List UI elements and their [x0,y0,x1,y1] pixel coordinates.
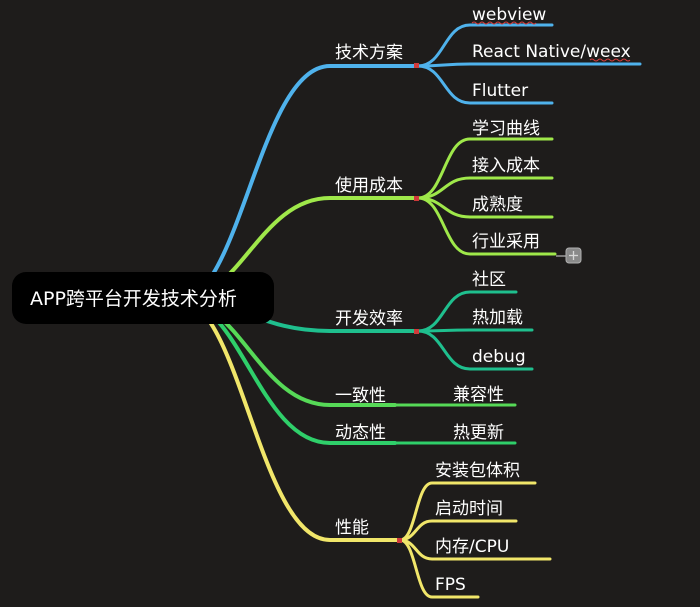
link-tech-0 [416,23,554,68]
link-root-performance [178,298,402,542]
link-efficiency-2 [416,329,534,371]
node-package-size[interactable]: 安装包体积 [435,461,520,481]
expand-button[interactable] [556,247,582,264]
branch-performance-label[interactable]: 性能 [335,518,369,538]
node-debug[interactable]: debug [472,347,526,367]
junction-marker [414,196,419,201]
link-cost-3 [416,196,557,256]
node-hot-update[interactable]: 热更新 [453,423,504,443]
spellcheck-underline [471,21,537,25]
node-community[interactable]: 社区 [472,270,506,290]
node-memory-cpu[interactable]: 内存/CPU [435,537,509,557]
junction-marker [414,329,419,334]
link-efficiency-1 [416,328,534,333]
root-node[interactable]: APP跨平台开发技术分析 [12,272,274,324]
spellcheck-underline [589,58,631,62]
branch-dynamic-label[interactable]: 动态性 [335,423,386,443]
child-connectors [393,23,642,599]
node-maturity[interactable]: 成熟度 [472,194,523,215]
branch-consistency-label[interactable]: 一致性 [335,386,386,406]
link-performance-0 [398,481,537,542]
branch-tech-label[interactable]: 技术方案 [335,43,403,63]
link-cost-0 [416,137,554,200]
branch-cost-label[interactable]: 使用成本 [335,175,403,196]
node-compatibility[interactable]: 兼容性 [453,385,504,405]
node-startup-time[interactable]: 启动时间 [435,499,503,519]
link-tech-2 [416,64,554,105]
node-webview[interactable]: webview [472,5,546,25]
node-learning-curve[interactable]: 学习曲线 [472,119,540,139]
junction-marker [414,63,419,68]
link-efficiency-0 [416,290,518,333]
junction-marker [397,538,402,543]
plus-icon [569,251,578,260]
node-onboarding-cost[interactable]: 接入成本 [472,156,540,176]
branch-efficiency-label[interactable]: 开发效率 [335,309,403,329]
link-tech-1 [416,62,642,68]
node-adoption[interactable]: 行业采用 [472,232,540,252]
root-label: APP跨平台开发技术分析 [30,288,237,310]
node-hot-reload[interactable]: 热加载 [472,308,523,328]
node-fps[interactable]: FPS [435,575,466,595]
link-performance-3 [398,538,480,599]
node-flutter[interactable]: Flutter [472,81,528,101]
node-react-native[interactable]: React Native/weex [472,42,631,62]
